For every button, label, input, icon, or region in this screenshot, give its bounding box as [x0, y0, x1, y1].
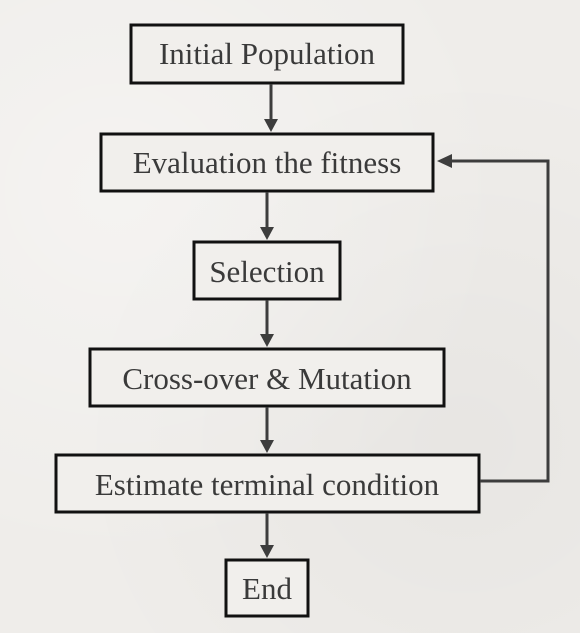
arrow-estimate-to-end [260, 513, 274, 558]
node-estimate-terminal-box [54, 453, 481, 514]
node-crossover-mutation: Cross-over & Mutation [88, 347, 446, 408]
node-estimate-terminal: Estimate terminal condition [54, 453, 481, 514]
arrow-crossover-to-estimate [260, 407, 274, 453]
node-initial-population-box [129, 23, 405, 85]
arrow-initial-to-evaluation-head [264, 119, 278, 132]
node-selection-label: Selection [209, 254, 325, 289]
node-estimate-terminal-label: Estimate terminal condition [95, 467, 440, 502]
arrow-selection-to-crossover-head [260, 334, 274, 347]
node-end-label: End [242, 571, 292, 606]
node-initial-population: Initial Population [129, 23, 405, 85]
arrow-feedback-loop-head [437, 154, 452, 168]
arrow-selection-to-crossover [260, 300, 274, 347]
arrow-feedback-loop-line [450, 159, 550, 483]
node-crossover-mutation-box [88, 347, 446, 408]
node-end: End [224, 558, 310, 618]
node-selection-box [192, 240, 342, 301]
node-evaluation-label: Evaluation the fitness [133, 145, 402, 180]
arrow-crossover-to-estimate-head [260, 440, 274, 453]
arrow-initial-to-evaluation [264, 84, 278, 132]
arrow-evaluation-to-selection-head [260, 227, 274, 240]
node-end-box [224, 558, 310, 618]
arrow-evaluation-to-selection [260, 192, 274, 240]
arrow-feedback-loop [437, 154, 550, 483]
node-evaluation: Evaluation the fitness [99, 132, 435, 193]
node-initial-population-label: Initial Population [159, 36, 376, 71]
node-evaluation-box [99, 132, 435, 193]
node-selection: Selection [192, 240, 342, 301]
arrow-estimate-to-end-head [260, 545, 274, 558]
node-crossover-mutation-label: Cross-over & Mutation [122, 361, 412, 396]
